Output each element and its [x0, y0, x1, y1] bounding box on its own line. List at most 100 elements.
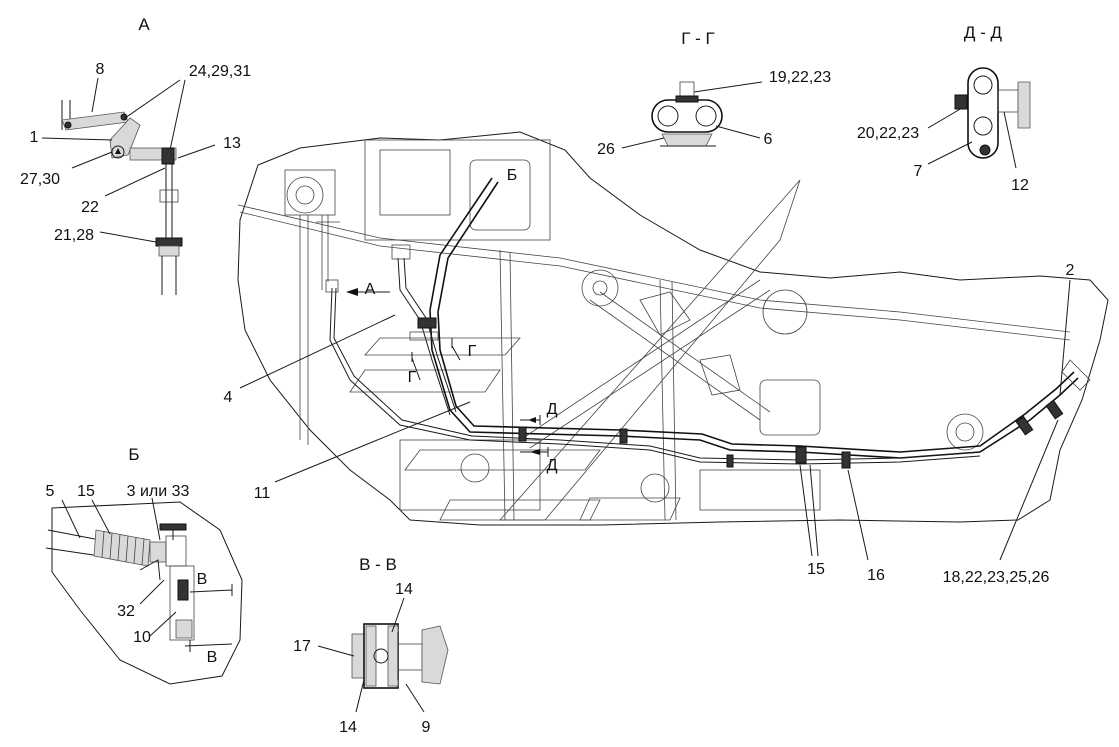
leader-14b	[355, 679, 365, 713]
marker-V2: В	[207, 649, 218, 666]
leader-3	[151, 497, 161, 541]
view-A-clip	[161, 147, 175, 165]
leader-2	[1059, 279, 1071, 396]
bracket-A-arm	[316, 215, 340, 290]
view-D-hole-1	[973, 75, 993, 95]
frame-diag-2	[589, 291, 771, 421]
view-D-plate	[997, 89, 1019, 113]
bracket-A	[325, 279, 339, 293]
boss-1-hub	[592, 280, 608, 296]
fuel-pipe-return-b	[403, 257, 457, 413]
view-A-bearing-mark	[115, 148, 121, 154]
boss-4	[460, 453, 490, 483]
leader-24-b	[169, 79, 186, 151]
pump-housing	[286, 176, 324, 214]
view-B-slot	[177, 579, 189, 601]
boss-3	[946, 413, 984, 451]
tank-side-box	[469, 159, 531, 231]
view-title-D: Д - Д	[964, 23, 1003, 42]
frame-vert-5	[659, 279, 666, 521]
label-2: 2	[1066, 262, 1075, 279]
label-15-b: 15	[77, 483, 95, 500]
view-G-hole-1	[657, 105, 679, 127]
leader-26	[621, 137, 665, 149]
view-A-arm	[109, 117, 141, 159]
clamp-2	[619, 428, 628, 444]
view-V-body-hatch-2	[387, 625, 399, 687]
label-10: 10	[133, 629, 151, 646]
arrow-A-head	[346, 288, 358, 296]
clamp-8	[417, 317, 437, 329]
label-3-or-33: 3 или 33	[127, 483, 190, 500]
leader-18	[999, 419, 1059, 561]
leader-15a	[799, 464, 813, 557]
mark-V2	[184, 640, 233, 652]
lower-panel-1	[399, 439, 541, 511]
mark-D1-head	[528, 417, 536, 423]
view-V	[317, 597, 449, 713]
main-assembly	[237, 131, 1109, 526]
view-B-bracket	[139, 559, 161, 581]
view-B-valve-top	[159, 523, 187, 531]
frame-line-1	[237, 204, 1071, 333]
leader-14a	[391, 597, 405, 633]
label-26: 26	[597, 141, 615, 158]
view-G	[621, 81, 763, 149]
fuel-pipe-main-b	[437, 181, 1075, 453]
view-A-pin-1	[64, 121, 72, 129]
frame-vert-6	[671, 281, 677, 521]
leader-8	[91, 77, 99, 113]
bracket-1	[639, 291, 691, 336]
view-D-rivet	[979, 144, 991, 156]
label-9: 9	[422, 719, 431, 736]
view-A-cable	[161, 256, 177, 295]
label-18-22-23-25-26: 18,22,23,25,26	[943, 569, 1050, 586]
view-D-body	[967, 67, 999, 159]
wedge-3	[404, 449, 601, 471]
view-V-shaft	[397, 643, 423, 671]
view-A-sleeve	[159, 189, 179, 203]
clamp-1	[518, 426, 527, 442]
leader-15b	[809, 464, 819, 557]
leader-16	[847, 469, 869, 561]
mark-G2	[451, 338, 461, 361]
label-24-29-31: 24,29,31	[189, 63, 251, 80]
clamp-3	[726, 454, 734, 468]
leader-13	[177, 144, 216, 159]
leader-9	[405, 683, 425, 713]
text-layer: А Б В - В Г - Г Д - Д 8 24,29,31 1 13 27…	[20, 15, 1075, 736]
view-V-bracket	[421, 625, 449, 685]
tank-block	[364, 139, 551, 241]
view-B-outline	[51, 501, 243, 685]
view-B-union	[149, 541, 167, 563]
leader-17	[317, 645, 355, 657]
frame-diag-1	[519, 279, 771, 449]
leader-20	[927, 107, 963, 129]
wedge-2	[364, 337, 521, 356]
main-leaders	[239, 279, 1071, 561]
view-A	[41, 77, 216, 295]
view-A-lever	[61, 111, 129, 131]
label-14-top: 14	[395, 581, 413, 598]
control-cable-a	[329, 287, 981, 465]
end-fitting	[1061, 359, 1091, 391]
clamp-9	[409, 331, 439, 341]
view-A-nut-1	[155, 237, 183, 247]
view-title-G: Г - Г	[681, 29, 715, 48]
leader-7	[927, 141, 973, 165]
view-B-pipe	[45, 529, 101, 557]
leader-11	[274, 401, 471, 483]
view-G-body	[651, 99, 723, 133]
view-V-bore	[373, 648, 389, 664]
view-title-V: В - В	[359, 555, 397, 574]
mark-D2-head	[530, 449, 540, 455]
frame-vert-4	[509, 251, 515, 521]
leader-1	[41, 137, 113, 141]
frame-line-2	[239, 211, 1071, 341]
leader-21	[99, 231, 157, 243]
leader-10	[149, 611, 177, 637]
view-B-hose-ribs	[101, 530, 145, 566]
label-21-28: 21,28	[54, 227, 94, 244]
label-8: 8	[96, 61, 105, 78]
